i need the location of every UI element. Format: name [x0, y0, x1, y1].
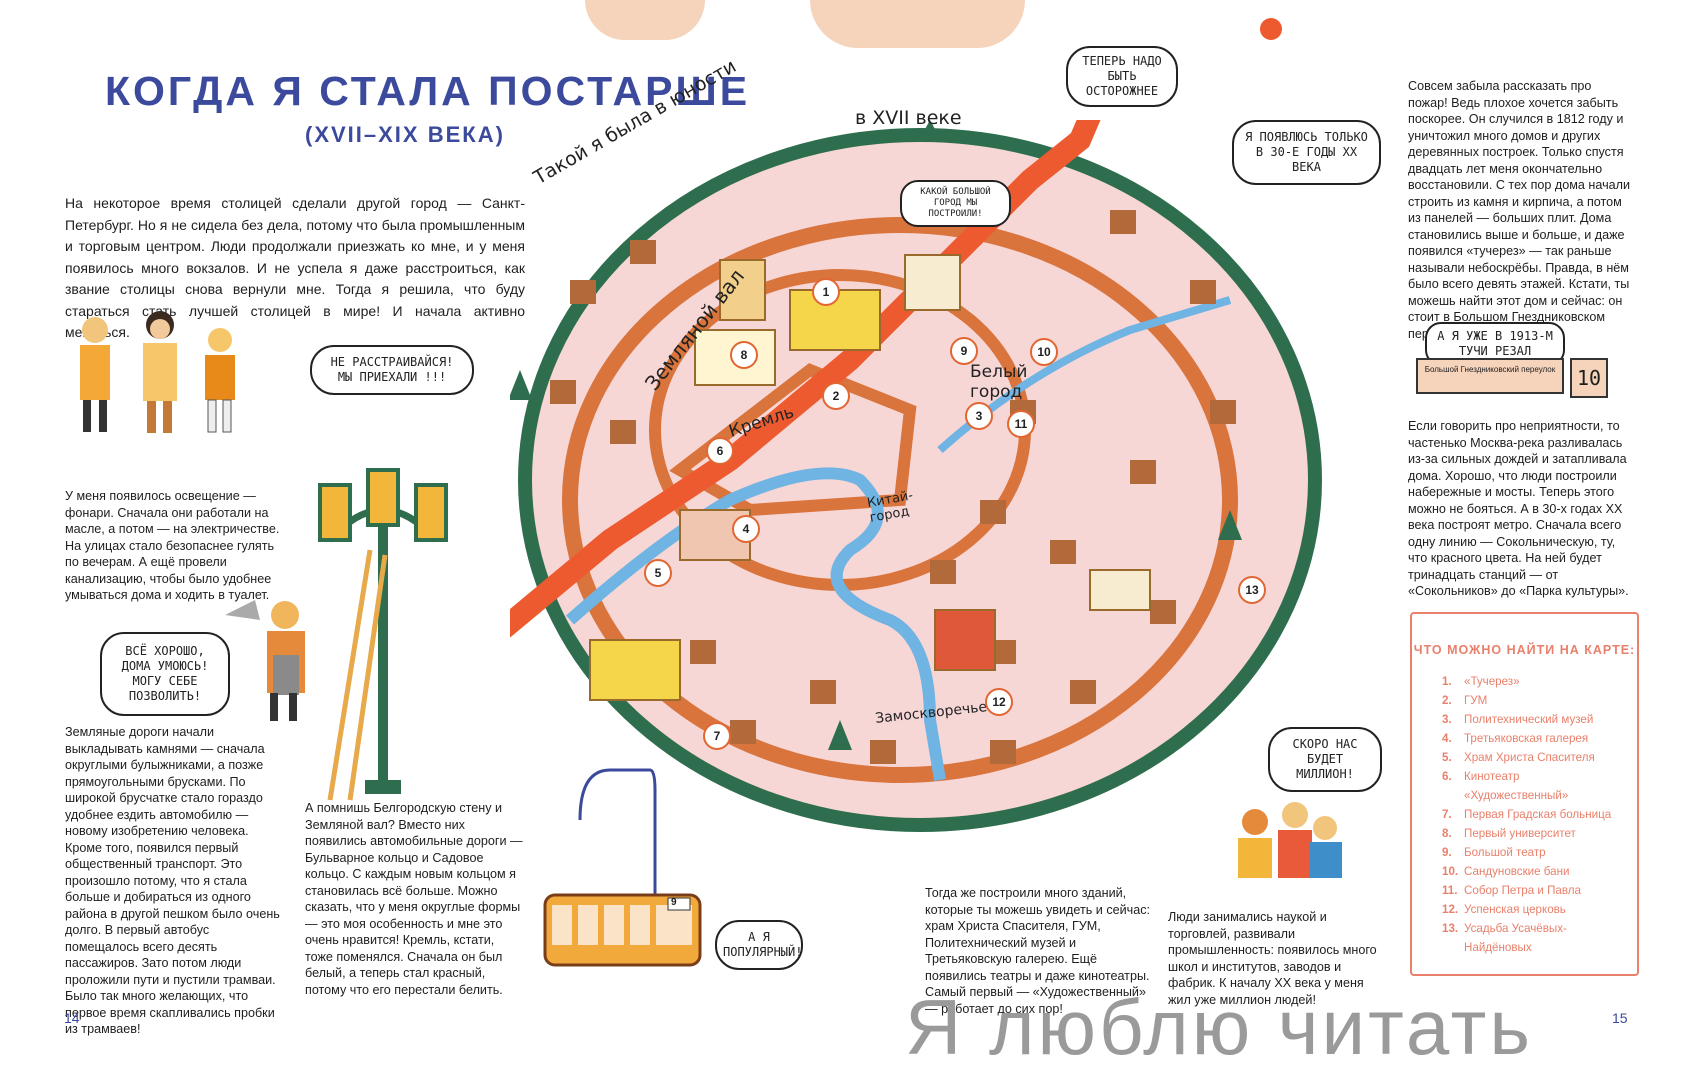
legend-item[interactable]: 2.ГУМ: [1442, 694, 1488, 707]
fire-paragraph: Совсем забыла рассказать про пожар! Ведь…: [1408, 79, 1631, 341]
landmarks: [589, 254, 1151, 701]
legend-item[interactable]: 10.Сандуновские бани: [1442, 865, 1570, 878]
trees: [510, 120, 1242, 750]
legend-item[interactable]: 3.Политехнический музей: [1442, 713, 1594, 726]
speech-bubble-wash: Всё хорошо, дома умоюсь! Могу себе позво…: [100, 632, 230, 716]
map-pin-8[interactable]: 8: [730, 341, 758, 369]
legend-item[interactable]: 6.Кинотеатр: [1442, 770, 1520, 783]
street-sign: Большой Гнездниковский переулок: [1416, 358, 1564, 394]
legend-item[interactable]: 9.Большой театр: [1442, 846, 1546, 859]
lighting-paragraph: У меня появилось освещение — фонари. Сна…: [65, 489, 280, 602]
watermark: Я люблю читать: [905, 983, 1533, 1071]
buildings-paragraph: Тогда же построили много зданий, которые…: [925, 886, 1151, 1016]
legend-heading: ЧТО МОЖНО НАЙТИ НА КАРТЕ:: [1413, 643, 1636, 657]
speech-bubble-million: Скоро нас будет миллион!: [1268, 727, 1382, 792]
map-label-century: в XVII веке: [855, 107, 962, 129]
map-pin-1[interactable]: 1: [812, 278, 840, 306]
intro-paragraph: На некоторое время столицей сделали друг…: [65, 195, 525, 340]
map-pin-6[interactable]: 6: [706, 437, 734, 465]
kremlin-wall: [669, 363, 917, 517]
map-pin-11[interactable]: 11: [1007, 410, 1035, 438]
speech-bubble-popular: А я популярный!: [715, 920, 803, 970]
speech-bubble-appear: Я появлюсь только в 30-е годы XX века: [1232, 120, 1381, 185]
map-legend: ЧТО МОЖНО НАЙТИ НА КАРТЕ: 1.«Тучерез» 2.…: [1410, 612, 1639, 976]
page-number-left: 14: [64, 1010, 80, 1026]
map-pin-7[interactable]: 7: [703, 722, 731, 750]
map-pin-5[interactable]: 5: [644, 559, 672, 587]
legend-list: 1.«Тучерез» 2.ГУМ 3.Политехнический музе…: [1412, 672, 1637, 957]
legend-item[interactable]: 12.Успенская церковь: [1442, 903, 1566, 916]
speech-bubble-big-city: Какой большой город мы построили!: [900, 180, 1011, 227]
moscow-map: [510, 120, 1322, 832]
cheering-people-illustration: [1238, 802, 1342, 878]
river-north: [937, 296, 1232, 453]
legend-item[interactable]: 7.Первая Градская больница: [1442, 808, 1612, 821]
person-1: [80, 317, 110, 432]
legend-item[interactable]: Найдёновых: [1464, 941, 1532, 954]
legend-item[interactable]: 5.Храм Христа Спасителя: [1442, 751, 1595, 764]
map-pin-10[interactable]: 10: [1030, 338, 1058, 366]
lamplighter-illustration: [225, 600, 305, 721]
tram-number: 9: [671, 897, 677, 908]
map-pin-4[interactable]: 4: [732, 515, 760, 543]
speech-bubble-careful: Теперь надо быть осторожнее: [1066, 46, 1178, 107]
speech-bubble-arrival: Не расстраивайся! Мы приехали !!!: [310, 345, 474, 395]
legend-item[interactable]: 13.Усадьба Усачёвых-: [1442, 922, 1567, 935]
roads-paragraph: Земляные дороги начали выкладывать камня…: [65, 725, 280, 1036]
houses: [550, 210, 1236, 764]
legend-item[interactable]: «Художественный»: [1464, 789, 1569, 802]
legend-item[interactable]: 11.Собор Петра и Павла: [1442, 884, 1581, 897]
people-illustration: [80, 311, 235, 433]
map-pin-2[interactable]: 2: [822, 382, 850, 410]
metro-worm-head: [1260, 18, 1282, 40]
map-pin-3[interactable]: 3: [965, 402, 993, 430]
tram-illustration: [543, 768, 702, 967]
legend-item[interactable]: 1.«Тучерез»: [1442, 675, 1520, 688]
lamp-post-illustration: [318, 468, 448, 794]
page-subtitle: (XVII–XIX ВЕКА): [305, 122, 505, 147]
legend-item[interactable]: 8.Первый университет: [1442, 827, 1576, 840]
house-number-sign: 10: [1570, 358, 1608, 398]
cloud-right: [810, 0, 1025, 48]
science-paragraph: Люди занимались наукой и торговлей, разв…: [1168, 910, 1377, 1007]
legend-item[interactable]: 4.Третьяковская галерея: [1442, 732, 1589, 745]
map-pin-13[interactable]: 13: [1238, 576, 1266, 604]
street-sign-label: Большой Гнездниковский переулок: [1424, 365, 1556, 374]
page-title: КОГДА Я СТАЛА ПОСТАРШЕ: [105, 68, 751, 114]
metro-line: [510, 120, 1101, 638]
person-3: [205, 328, 235, 433]
river-paragraph: Если говорить про неприятности, то часте…: [1408, 419, 1629, 598]
zemlyanoy-val-wall: [562, 217, 1238, 783]
page-number-right: 15: [1612, 1010, 1628, 1026]
person-2: [143, 311, 177, 433]
map-pin-9[interactable]: 9: [950, 337, 978, 365]
map-pin-12[interactable]: 12: [985, 688, 1013, 716]
map-label-bely-gorod: Белый город: [970, 362, 1028, 402]
ladder-illustration: [327, 549, 388, 801]
cloud-left: [585, 0, 705, 40]
walls-paragraph: А помнишь Белгородскую стену и Земляной …: [305, 801, 523, 997]
